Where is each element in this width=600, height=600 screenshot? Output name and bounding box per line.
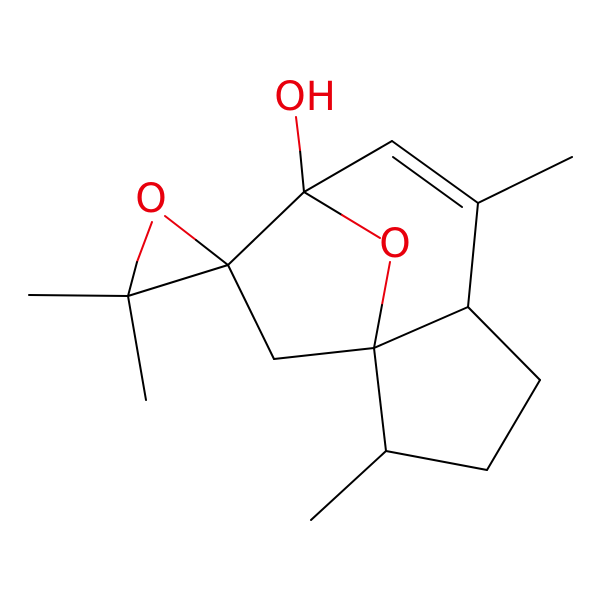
bond-cdimethyl-cspiro xyxy=(127,264,229,297)
bond-calkene-cring xyxy=(467,202,479,308)
bond-methyl-left xyxy=(28,294,129,297)
bond-ch2-cquat xyxy=(273,347,375,360)
epoxide-oxygen-label: O xyxy=(135,176,166,222)
core-rings xyxy=(227,116,573,521)
atom-labels: OH O O xyxy=(135,74,410,267)
bond-c5a-c5b xyxy=(486,379,541,471)
bond-epoxO-cspiro-red xyxy=(164,215,197,241)
bond-cspiro-ch2 xyxy=(227,264,275,360)
bond-cring-cquat xyxy=(373,306,469,349)
bond-cmethine-methyl xyxy=(310,450,387,521)
epoxide-ring xyxy=(127,215,229,297)
bond-obridge-cquat-black xyxy=(373,304,383,349)
bond-ccarbinol-obridge-red xyxy=(341,214,381,239)
bond-methyl-down xyxy=(127,295,147,401)
bond-cring-c5a xyxy=(467,306,541,381)
bond-alkene-methyl xyxy=(477,156,573,204)
bridge-oxygen-label: O xyxy=(379,221,410,267)
bond-cmethine-cquat xyxy=(373,347,387,452)
bond-c5b-cmethine xyxy=(385,450,488,471)
bond-ccarbinol-obridge-black xyxy=(303,191,343,216)
bond-obridge-cquat-red xyxy=(381,261,391,306)
bond-c2-cdimethyl xyxy=(127,261,138,297)
gem-dimethyl xyxy=(28,294,147,401)
bond-cspiro-ccarbinol xyxy=(227,191,305,266)
hydroxyl-label: OH xyxy=(274,74,336,120)
bond-ccarbinol-oh-black xyxy=(299,149,305,193)
bond-ccarbinol-calkene xyxy=(303,140,393,193)
bond-alkene-double-inner xyxy=(392,156,463,208)
bond-epoxO-cspiro-black xyxy=(195,239,229,266)
bond-ccarbinol-oh-red xyxy=(295,116,301,151)
bond-epoxO-c2 xyxy=(136,221,153,263)
bond-alkene-double-outer xyxy=(391,140,479,204)
